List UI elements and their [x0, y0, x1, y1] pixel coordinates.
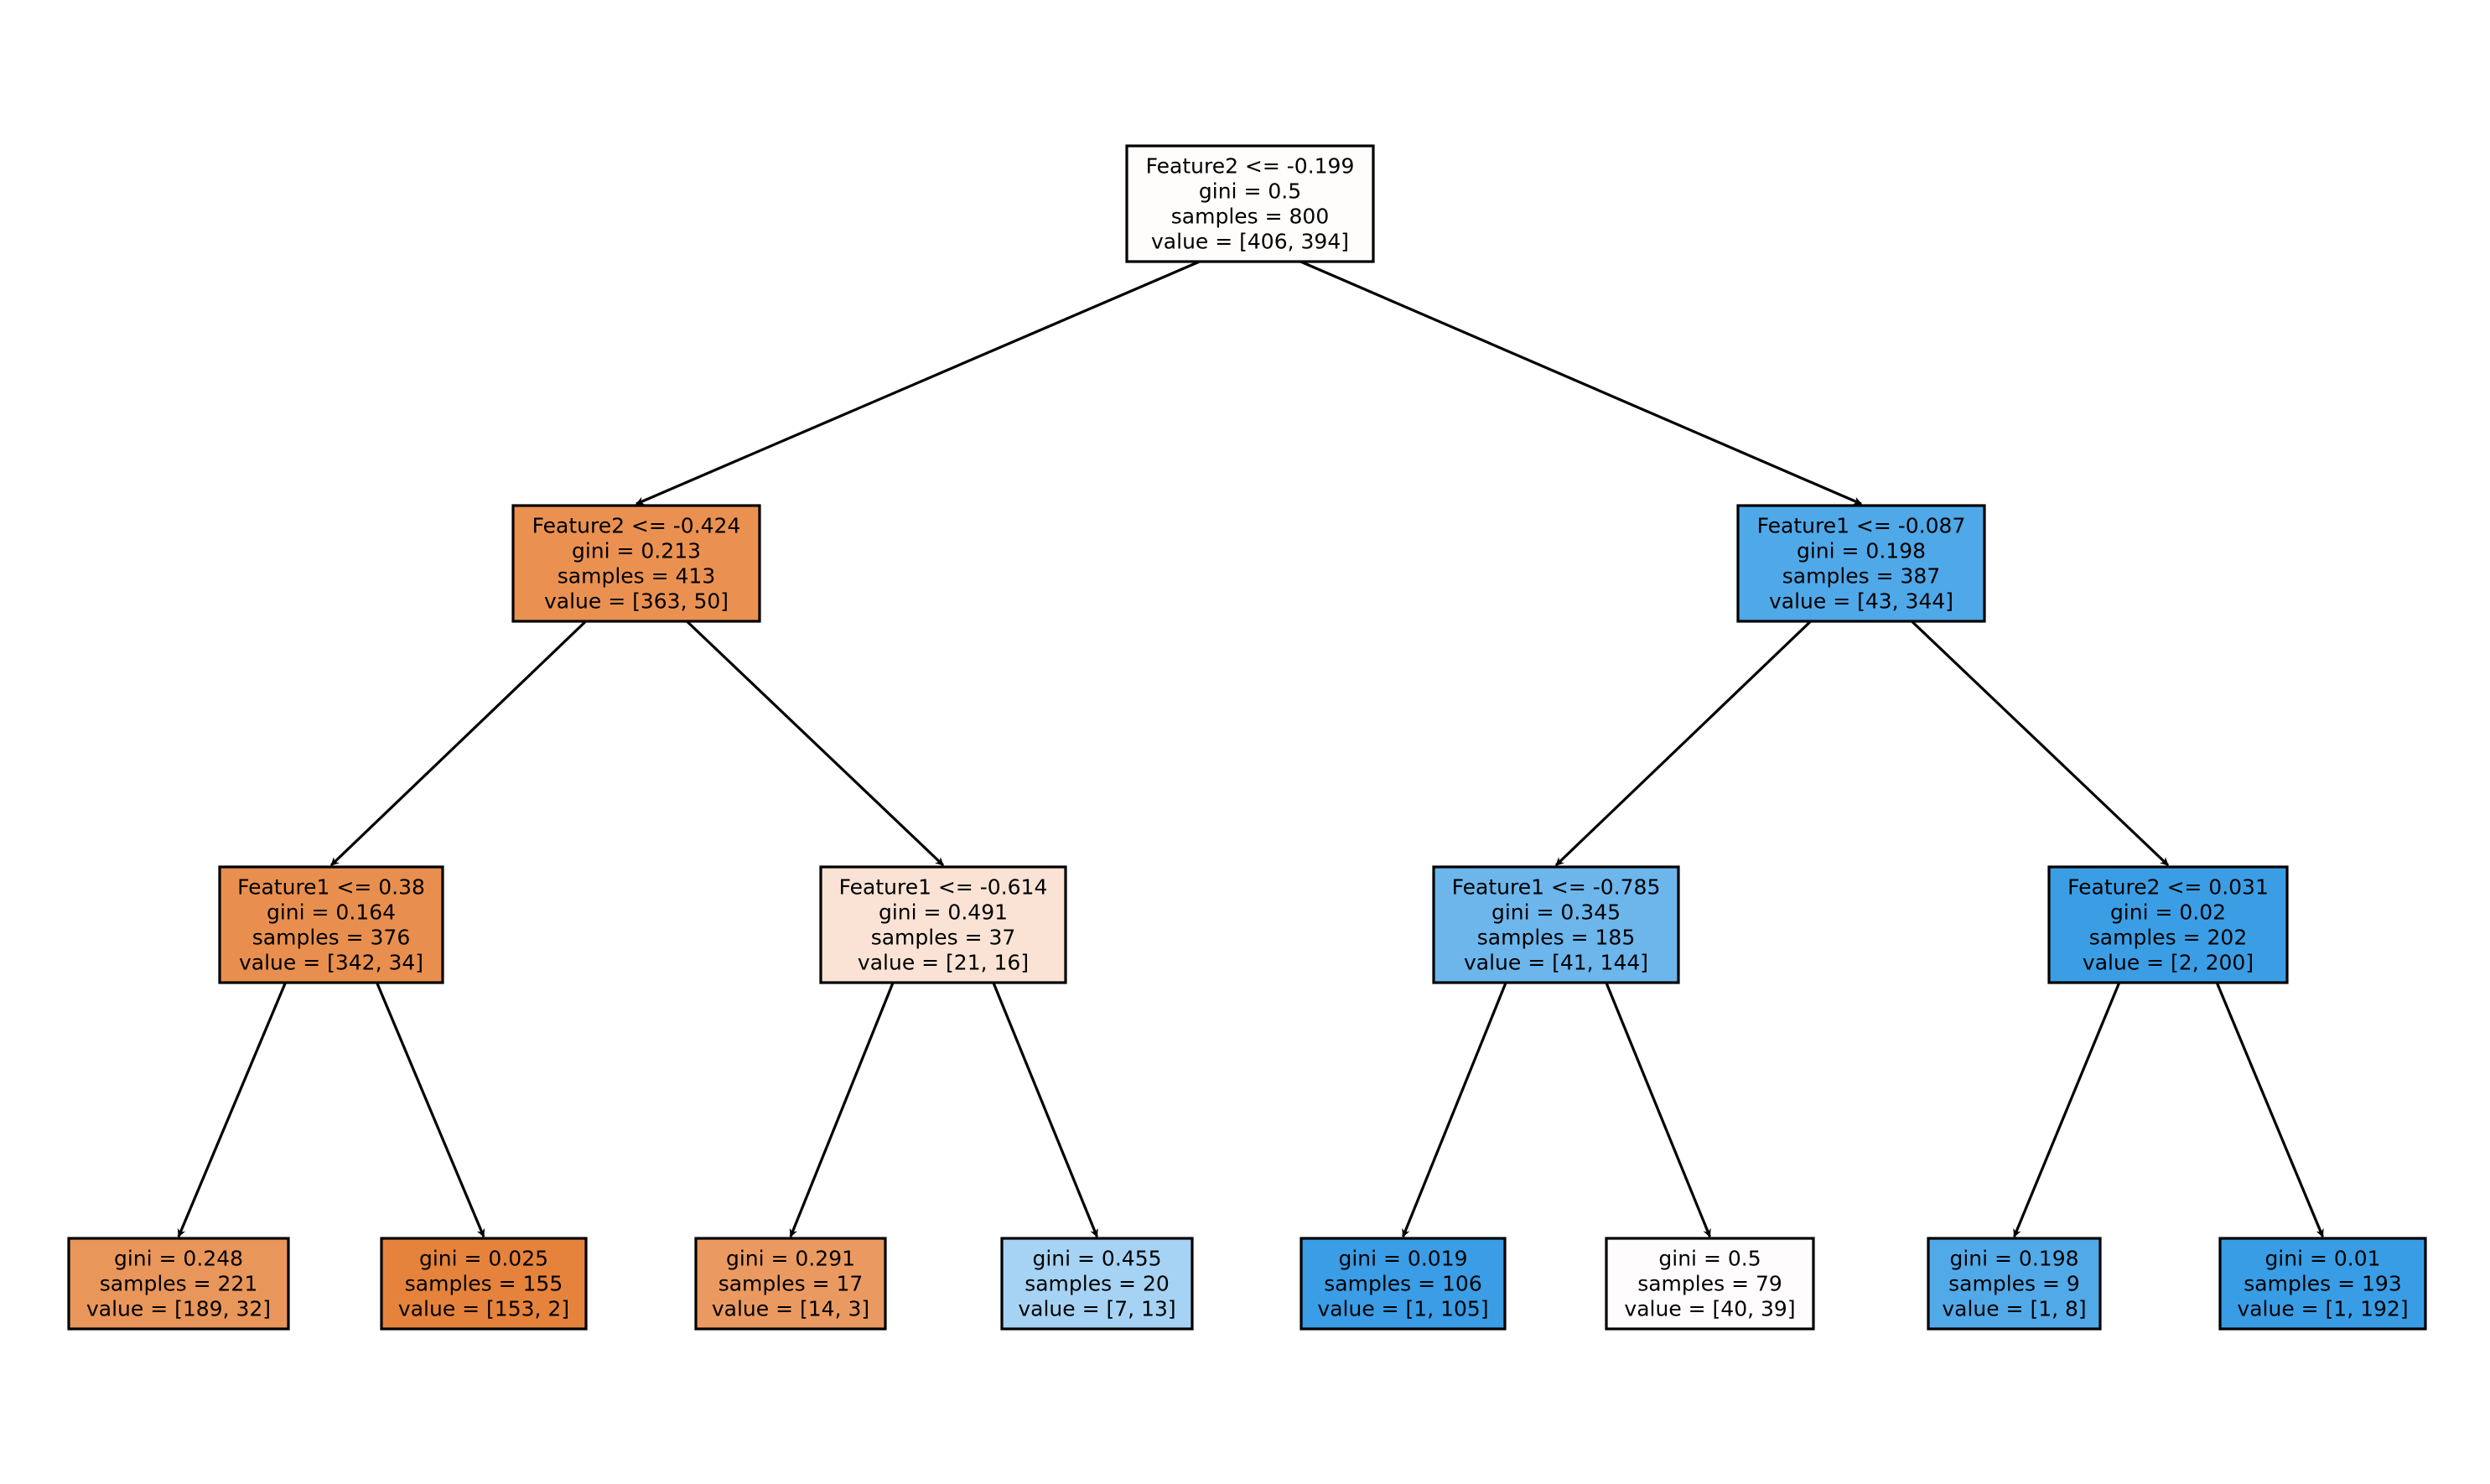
- node-label: value = [14, 3]: [712, 1296, 869, 1321]
- node-label: samples = 800: [1171, 204, 1329, 228]
- node-label: value = [40, 39]: [1624, 1296, 1795, 1321]
- tree-edge-n2-n6: [1911, 620, 2170, 867]
- node-label: samples = 37: [871, 925, 1016, 949]
- node-label: samples = 79: [1637, 1271, 1782, 1295]
- tree-edge-n6-n14: [2215, 982, 2324, 1238]
- node-box: [1736, 504, 1986, 623]
- tree-edge-n5-n12: [1605, 982, 1711, 1238]
- node-box: [1432, 865, 1680, 984]
- node-label: gini = 0.198: [1949, 1246, 2078, 1270]
- tree-edge-n5-n11: [1402, 982, 1507, 1238]
- node-label: gini = 0.5: [1199, 179, 1301, 203]
- node-box: [1927, 1237, 2102, 1331]
- node-label: value = [1, 192]: [2237, 1296, 2408, 1321]
- node-label: samples = 387: [1782, 563, 1940, 588]
- tree-edge-n4-n10: [992, 982, 1098, 1238]
- node-label: gini = 0.164: [267, 900, 396, 924]
- tree-edge-n6-n13: [2013, 982, 2121, 1238]
- node-box: [67, 1237, 290, 1331]
- tree-edge-n4-n9: [789, 982, 895, 1238]
- tree-edge-n0-n1: [635, 260, 1201, 506]
- node-label: gini = 0.491: [879, 900, 1008, 924]
- tree-edge-n3-n8: [376, 982, 485, 1238]
- node-label: samples = 20: [1025, 1271, 1170, 1295]
- node-label: gini = 0.198: [1797, 538, 1926, 563]
- tree-edge-n2-n5: [1554, 620, 1812, 867]
- node-label: samples = 376: [252, 925, 410, 949]
- node-label: samples = 185: [1477, 925, 1635, 949]
- node-label: value = [1, 105]: [1317, 1296, 1488, 1321]
- node-label: value = [1, 8]: [1942, 1296, 2086, 1321]
- tree-edge-n3-n7: [177, 982, 287, 1238]
- node-label: Feature2 <= -0.424: [532, 513, 741, 537]
- node-label: gini = 0.345: [1491, 900, 1621, 924]
- node-box: [380, 1237, 588, 1331]
- node-label: Feature1 <= -0.785: [1452, 874, 1661, 899]
- node-label: Feature1 <= -0.614: [839, 874, 1048, 899]
- node-label: gini = 0.455: [1032, 1246, 1161, 1270]
- node-label: samples = 106: [1324, 1271, 1481, 1295]
- node-label: Feature1 <= -0.087: [1757, 513, 1966, 537]
- node-box: [1299, 1237, 1507, 1331]
- node-label: value = [2, 200]: [2083, 950, 2254, 974]
- node-label: Feature2 <= 0.031: [2067, 874, 2269, 899]
- node-label: value = [21, 16]: [858, 950, 1029, 974]
- node-label: gini = 0.248: [114, 1246, 243, 1270]
- node-label: samples = 9: [1948, 1271, 2080, 1295]
- node-label: value = [7, 13]: [1018, 1296, 1175, 1321]
- node-label: value = [41, 144]: [1464, 950, 1648, 974]
- node-label: samples = 202: [2089, 925, 2247, 949]
- node-label: samples = 17: [718, 1271, 864, 1295]
- node-label: value = [363, 50]: [544, 589, 729, 613]
- node-label: Feature1 <= 0.38: [237, 874, 425, 899]
- node-label: Feature2 <= -0.199: [1146, 153, 1355, 178]
- node-box: [218, 865, 444, 984]
- node-box: [511, 504, 761, 623]
- node-label: samples = 221: [100, 1271, 257, 1295]
- node-label: value = [406, 394]: [1151, 229, 1349, 253]
- node-label: gini = 0.01: [2264, 1246, 2380, 1270]
- tree-edge-n0-n2: [1299, 260, 1862, 506]
- tree-edge-n1-n3: [329, 620, 587, 867]
- node-box: [2218, 1237, 2427, 1331]
- node-label: samples = 413: [558, 563, 715, 588]
- node-box: [1000, 1237, 1194, 1331]
- node-box: [694, 1237, 887, 1331]
- node-label: gini = 0.025: [419, 1246, 548, 1270]
- tree-edge-n1-n4: [686, 620, 945, 867]
- node-label: gini = 0.213: [572, 538, 701, 563]
- node-label: value = [43, 344]: [1769, 589, 1953, 613]
- node-label: value = [189, 32]: [86, 1296, 271, 1321]
- node-label: gini = 0.019: [1338, 1246, 1467, 1270]
- node-label: gini = 0.291: [726, 1246, 855, 1270]
- node-label: value = [342, 34]: [239, 950, 423, 974]
- node-label: gini = 0.02: [2110, 900, 2226, 924]
- node-box: [819, 865, 1067, 984]
- node-label: value = [153, 2]: [398, 1296, 569, 1321]
- node-label: samples = 193: [2244, 1271, 2401, 1295]
- node-box: [1605, 1237, 1815, 1331]
- node-box: [2047, 865, 2289, 984]
- tree-edges: [177, 260, 2324, 1238]
- node-label: samples = 155: [405, 1271, 563, 1295]
- node-box: [1125, 144, 1375, 263]
- node-label: gini = 0.5: [1658, 1246, 1761, 1270]
